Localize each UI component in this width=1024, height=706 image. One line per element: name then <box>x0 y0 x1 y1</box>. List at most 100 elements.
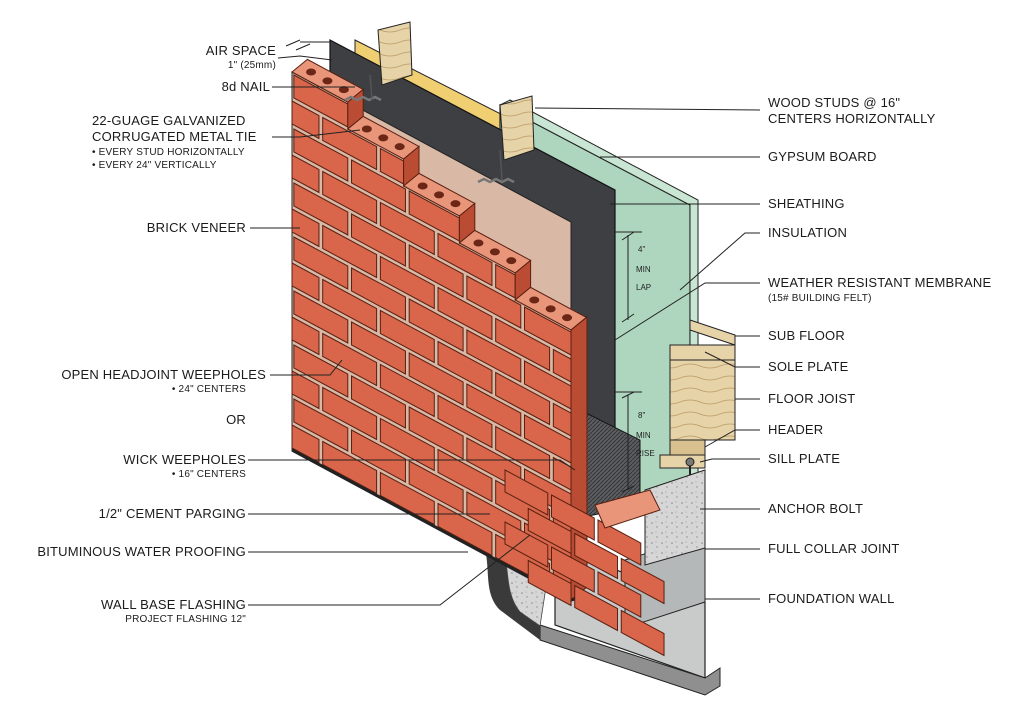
brick <box>408 244 464 298</box>
brick-core-hole <box>562 314 573 322</box>
brick <box>466 329 522 383</box>
brick <box>293 182 349 236</box>
lower-brick <box>574 584 619 632</box>
label-collar-joint: FULL COLLAR JOINT <box>768 541 900 556</box>
brick <box>293 398 349 452</box>
label-flashing: WALL BASE FLASHING <box>101 597 246 612</box>
brick <box>291 154 320 194</box>
label-wick-weepholes-note: • 16" CENTERS <box>171 469 246 480</box>
brick <box>466 275 522 329</box>
label-sill-plate: SILL PLATE <box>768 451 841 466</box>
brick <box>322 170 378 225</box>
brick <box>437 340 493 395</box>
metal-ties <box>344 95 515 184</box>
brick-core-hole <box>545 305 556 313</box>
brick-core-hole <box>473 239 484 247</box>
brick <box>379 255 435 310</box>
label-brick-veneer: BRICK VENEER <box>146 220 246 235</box>
brick <box>351 429 406 483</box>
label-sub-floor: SUB FLOOR <box>768 328 845 343</box>
label-or: OR <box>226 412 246 427</box>
brick-core-hole <box>322 77 333 85</box>
brick <box>291 424 320 464</box>
brick <box>293 344 349 398</box>
lap-dim-1: 4" <box>638 245 645 254</box>
label-cement-parging: 1/2" CEMENT PARGING <box>98 506 246 521</box>
brick <box>351 159 406 213</box>
label-studs-line-1: WOOD STUDS @ 16" <box>768 95 901 110</box>
label-gypsum: GYPSUM BOARD <box>768 149 877 164</box>
lower-brick <box>574 532 619 580</box>
brick-core-hole <box>306 68 317 76</box>
label-nail: 8d NAIL <box>221 79 270 94</box>
brick <box>379 201 435 256</box>
nail-1 <box>369 74 373 101</box>
brick <box>437 286 493 341</box>
lap-dim-3: LAP <box>636 283 651 292</box>
floor-joist <box>669 359 736 441</box>
brick <box>291 262 320 302</box>
brick <box>408 298 464 352</box>
brick <box>495 317 551 372</box>
brick-core-hole <box>529 296 540 304</box>
brick <box>351 213 406 267</box>
brick <box>408 406 464 460</box>
label-air-space-dim: 1" (25mm) <box>227 60 276 71</box>
rise-dim-1: 8" <box>638 411 645 420</box>
air-space-marker <box>285 39 330 51</box>
full-collar-joint <box>644 469 706 566</box>
wood-stud-left <box>377 21 413 86</box>
brick-core-hole <box>506 257 517 265</box>
label-air-space: AIR SPACE <box>205 43 276 58</box>
brick <box>437 232 493 287</box>
lower-brick <box>527 559 572 607</box>
lower-brick <box>597 571 642 618</box>
brick-core-hole <box>450 200 461 208</box>
leader-lines-left <box>248 55 576 606</box>
label-flashing-note: PROJECT FLASHING 12" <box>125 614 246 625</box>
brick <box>379 417 435 472</box>
label-wick-weepholes: WICK WEEPHOLES <box>123 452 246 467</box>
label-studs-line-2: CENTERS HORIZONTALLY <box>768 111 936 126</box>
leader-lines-right <box>534 107 761 600</box>
brick <box>322 386 378 441</box>
label-open-weepholes: OPEN HEADJOINT WEEPHOLES <box>61 367 266 382</box>
label-header: HEADER <box>768 422 824 437</box>
brick <box>322 224 378 279</box>
brick <box>379 363 435 418</box>
brick <box>351 375 406 429</box>
lower-brick <box>551 494 595 541</box>
brick <box>379 309 435 364</box>
brick <box>293 290 349 344</box>
brick <box>437 502 493 557</box>
sole-plate <box>669 344 736 361</box>
brick <box>437 394 493 449</box>
label-sole-plate: SOLE PLATE <box>768 359 849 374</box>
lower-brick <box>551 546 595 593</box>
brick <box>291 100 320 140</box>
brick <box>495 371 551 426</box>
brick <box>322 278 378 333</box>
brick <box>437 448 493 503</box>
brick <box>351 321 406 375</box>
header <box>669 439 706 456</box>
brick <box>351 267 406 321</box>
label-bituminous: BITUMINOUS WATER PROOFING <box>37 544 246 559</box>
brick <box>466 383 522 437</box>
lap-dim-2: MIN <box>636 265 651 274</box>
tie-top <box>344 95 382 102</box>
brick-core-hole <box>394 143 405 151</box>
brick <box>322 440 378 495</box>
lower-brick <box>597 519 642 566</box>
sill-plate <box>659 454 706 469</box>
brick-core-hole <box>434 191 445 199</box>
label-open-weepholes-note: • 24" CENTERS <box>171 384 246 395</box>
brick <box>408 460 464 514</box>
lower-brick <box>527 507 572 555</box>
brick <box>495 425 551 480</box>
rise-dim-3: RISE <box>636 449 655 458</box>
label-floor-joist: FLOOR JOIST <box>768 391 856 406</box>
base-brick-top <box>594 489 661 529</box>
